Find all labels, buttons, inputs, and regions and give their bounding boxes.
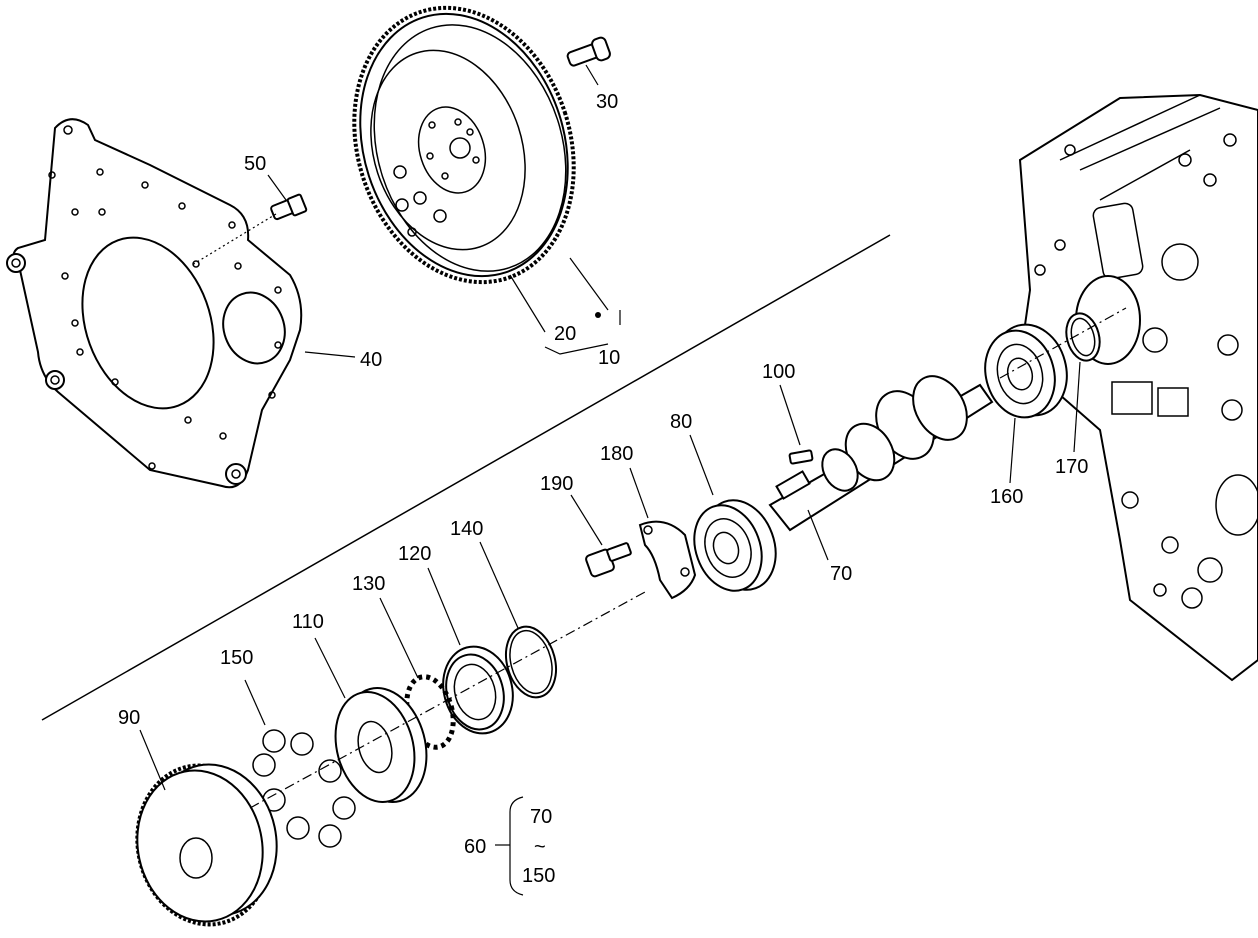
label-40: 40: [360, 349, 382, 371]
assembly-axis-line: [249, 591, 646, 809]
label-150: 150: [220, 647, 253, 669]
callout-labels: 30 50 40 20 10 100 80 180 190 140 120 13…: [118, 91, 1088, 887]
part-80-bearing: [693, 499, 777, 592]
group-60-tilde: ~: [534, 836, 546, 858]
part-130-ball-cage: [404, 674, 456, 750]
label-120: 120: [398, 543, 431, 565]
part-50-bolt: [191, 193, 308, 266]
part-110-washer: [334, 687, 428, 803]
section-divider-line: [41, 234, 891, 721]
part-30-bolt: [566, 36, 611, 67]
label-60: 60: [464, 836, 486, 858]
label-180: 180: [600, 443, 633, 465]
part-40-adapter-plate: [6, 118, 303, 489]
label-140: 140: [450, 518, 483, 540]
group-60-from: 70: [530, 806, 552, 828]
part-150-balls: [252, 729, 356, 848]
label-190: 190: [540, 473, 573, 495]
part-20-flywheel: [352, 5, 576, 285]
part-100-key: [788, 449, 814, 465]
label-170: 170: [1055, 456, 1088, 478]
part-170-circlip: [1065, 312, 1101, 362]
label-30: 30: [596, 91, 618, 113]
group-60-to: 150: [522, 865, 555, 887]
label-130: 130: [352, 573, 385, 595]
reference-dot: [595, 312, 601, 318]
label-10: 10: [598, 347, 620, 369]
label-160: 160: [990, 486, 1023, 508]
label-80: 80: [670, 411, 692, 433]
label-100: 100: [762, 361, 795, 383]
label-20: 20: [554, 323, 576, 345]
part-140-snap-ring: [505, 625, 557, 699]
label-70: 70: [830, 563, 852, 585]
label-110: 110: [292, 611, 324, 633]
part-120-bearing-race: [442, 645, 514, 735]
leader-lines: [139, 64, 1081, 896]
label-50: 50: [244, 153, 266, 175]
part-180-retainer: [638, 520, 697, 600]
part-190-bolt: [585, 542, 632, 578]
part-160-bearing: [984, 323, 1068, 419]
label-90: 90: [118, 707, 140, 729]
part-70-shaft: [768, 375, 994, 532]
part-90-gear: [135, 763, 278, 927]
